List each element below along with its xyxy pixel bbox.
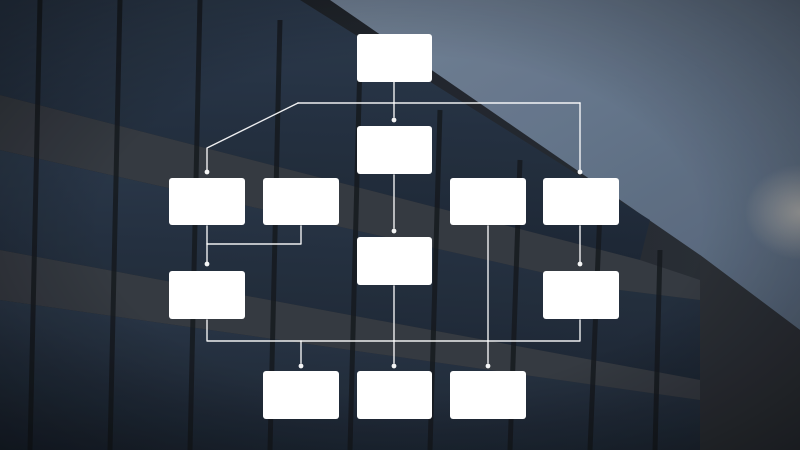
node-top	[357, 34, 432, 82]
node-row2-a	[169, 178, 245, 225]
node-bottom-right	[450, 371, 526, 419]
edge-row2-ab-join	[206, 225, 302, 245]
arrowhead	[391, 363, 397, 369]
arrowhead	[391, 228, 397, 234]
arrowheads	[204, 117, 583, 369]
node-second	[357, 126, 432, 174]
arrowhead	[204, 169, 210, 175]
nodes	[169, 34, 619, 419]
node-row3-right	[543, 271, 619, 319]
arrowhead	[298, 363, 304, 369]
arrowhead	[391, 117, 397, 123]
node-row2-c	[450, 178, 526, 225]
arrowhead	[204, 261, 210, 267]
connectors	[206, 81, 581, 364]
node-bottom-center	[357, 371, 432, 419]
node-row2-b	[263, 178, 339, 225]
node-row3-left	[169, 271, 245, 319]
edge-top-to-left	[206, 102, 299, 171]
arrowhead	[485, 363, 491, 369]
node-center-mid	[357, 237, 432, 285]
arrowhead	[577, 169, 583, 175]
node-row2-d	[543, 178, 619, 225]
arrowhead	[577, 261, 583, 267]
node-bottom-left	[263, 371, 339, 419]
